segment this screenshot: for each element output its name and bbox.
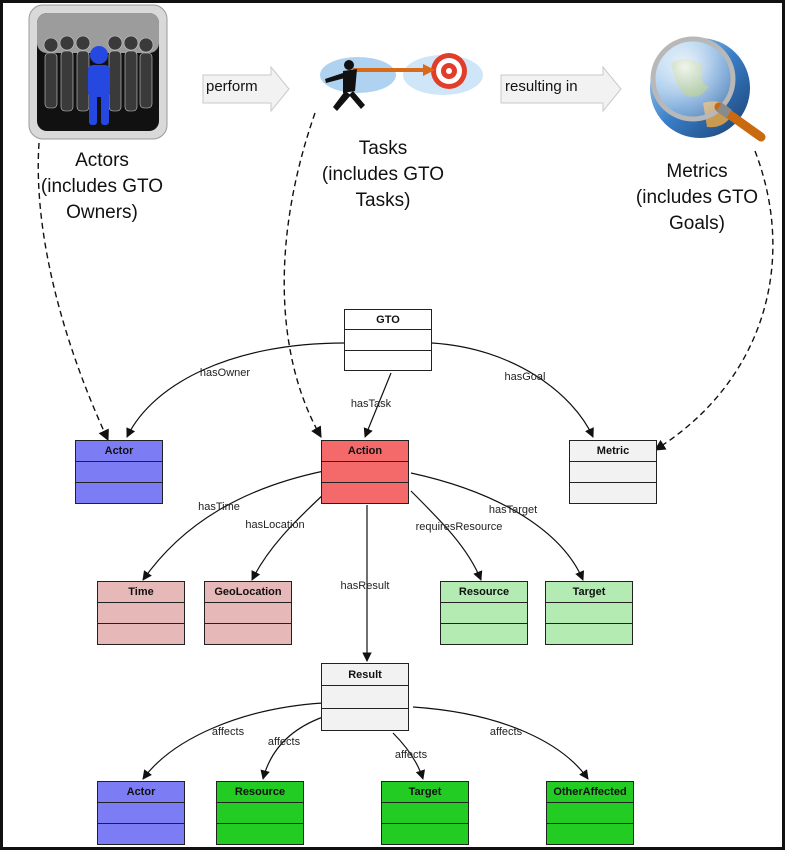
has-location-arrow (251, 492, 326, 581)
has-owner-label: hasOwner (200, 367, 250, 379)
class-action-title: Action (347, 445, 383, 457)
class-geolocation: GeoLocation (204, 581, 292, 645)
tasks-to-action-dashed-arrow (283, 112, 322, 438)
class-time: Time (97, 581, 185, 645)
class-resource: Resource (440, 581, 528, 645)
actors-subtitle: (includes GTO (40, 176, 164, 197)
has-location-label: hasLocation (245, 519, 304, 531)
class-action: Action (321, 440, 409, 504)
globe-magnifier-icon (650, 36, 766, 142)
class-actor-affected-title: Actor (126, 786, 156, 798)
has-task-arrow (363, 372, 392, 438)
has-result-label: hasResult (341, 580, 390, 592)
has-owner-arrow (126, 342, 345, 438)
resulting-arrow (500, 65, 622, 113)
affects-label: affects (395, 749, 428, 761)
actors-title: Actors (75, 150, 129, 171)
resulting-in-label: resulting in (505, 78, 578, 95)
class-resource-title: Resource (458, 586, 510, 598)
class-time-title: Time (128, 586, 154, 598)
has-target-label: hasTarget (489, 504, 537, 516)
affects-label: affects (268, 736, 301, 748)
tasks-label: Tasks (includes GTO Tasks) (308, 136, 458, 214)
diagram-canvas: hasOwner hasTask hasGoal hasTime hasLoca… (28, 4, 774, 780)
class-gto-title: GTO (376, 313, 400, 326)
tasks-subtitle: (includes GTO (321, 164, 445, 185)
has-time-arrow (142, 470, 325, 581)
tasks-title: Tasks (358, 138, 408, 159)
class-geolocation-title: GeoLocation (214, 586, 282, 598)
class-resource-affected: Resource (216, 781, 304, 845)
affects-other-arrow (412, 706, 589, 780)
class-target-title: Target (572, 586, 606, 598)
has-target-arrow (410, 472, 585, 581)
class-result-title: Result (348, 668, 382, 681)
has-time-label: hasTime (198, 501, 240, 513)
class-target-affected: Target (381, 781, 469, 845)
metrics-title: Metrics (666, 161, 728, 182)
class-target: Target (545, 581, 633, 645)
actors-label: Actors (includes GTO Owners) (27, 148, 177, 226)
class-result: Result (321, 663, 409, 731)
has-goal-label: hasGoal (505, 371, 546, 383)
affects-actor-arrow (142, 702, 324, 780)
requires-resource-arrow (410, 490, 483, 581)
affects-target-arrow (392, 732, 426, 780)
class-gto: GTO (344, 309, 432, 371)
class-actor-title: Actor (104, 445, 134, 457)
metrics-label: Metrics (includes GTO Goals) (622, 159, 772, 237)
perform-label: perform (206, 78, 258, 95)
class-target-affected-title: Target (408, 786, 442, 798)
metrics-to-metric-dashed-arrow (654, 150, 774, 451)
class-actor: Actor (75, 440, 163, 504)
affects-label: affects (490, 726, 523, 738)
metrics-subtitle: (includes GTO (635, 187, 759, 208)
actors-subtitle-end: Owners) (66, 202, 138, 223)
requires-resource-label: requiresResource (416, 521, 503, 533)
perform-arrow (202, 65, 290, 113)
metrics-subtitle-end: Goals) (669, 213, 725, 234)
crowd-person-icon (28, 4, 168, 140)
class-other-affected: OtherAffected (546, 781, 634, 845)
has-goal-arrow (431, 342, 594, 438)
class-metric: Metric (569, 440, 657, 504)
actors-to-actor-dashed-arrow (37, 142, 109, 442)
class-other-affected-title: OtherAffected (553, 786, 627, 798)
tasks-subtitle-end: Tasks) (355, 190, 411, 211)
class-metric-title: Metric (596, 445, 630, 457)
class-resource-affected-title: Resource (234, 786, 286, 798)
class-actor-affected: Actor (97, 781, 185, 845)
has-task-label: hasTask (351, 398, 392, 410)
affects-label: affects (212, 726, 245, 738)
runner-target-icon (320, 53, 483, 111)
affects-resource-arrow (260, 716, 324, 780)
